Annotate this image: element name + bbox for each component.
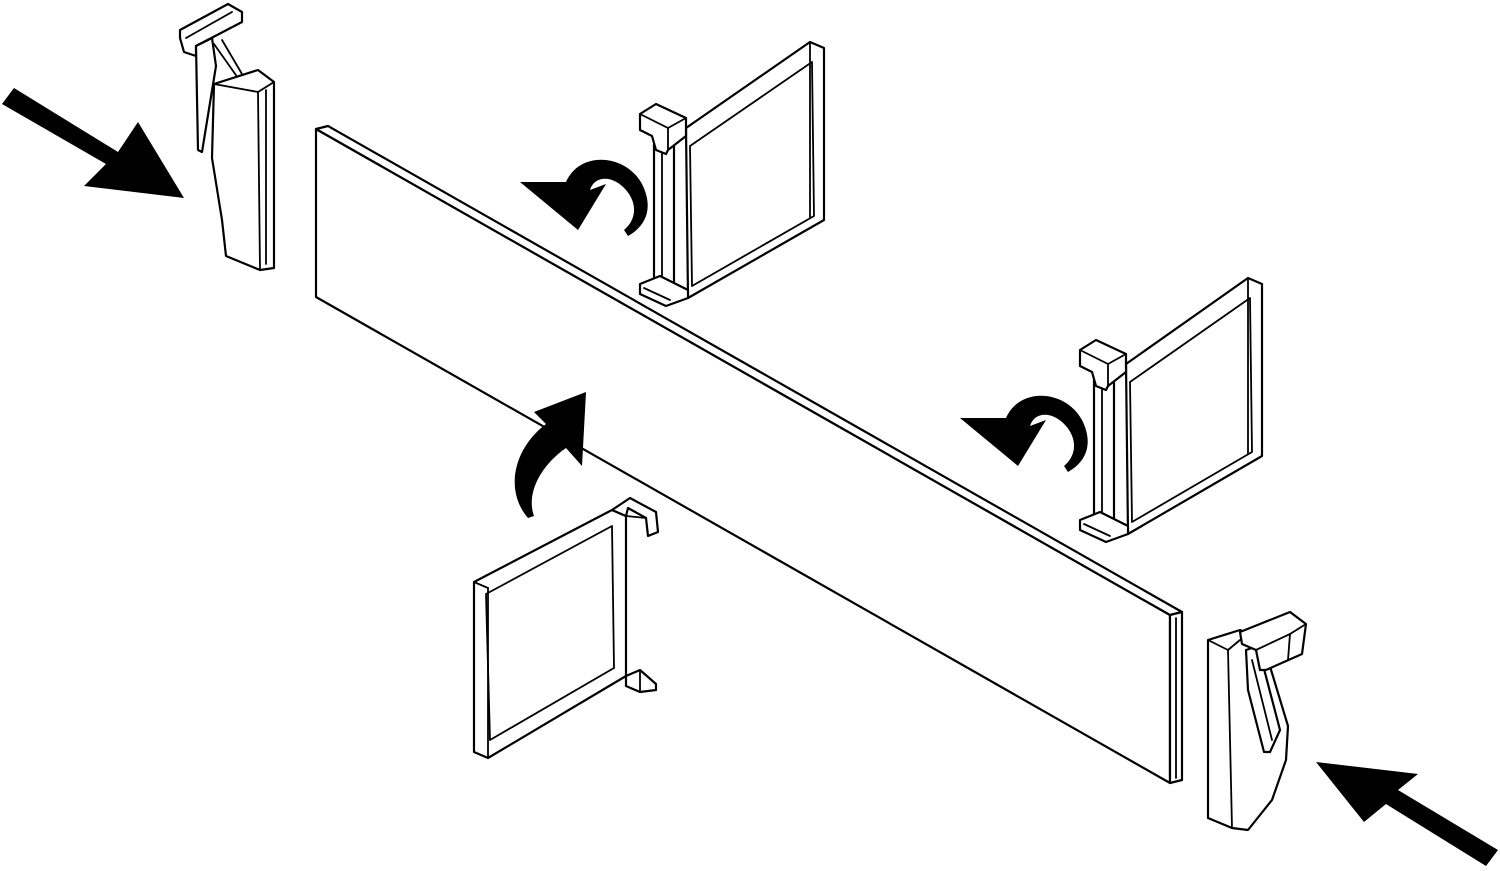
straight-arrow-left — [2, 88, 184, 198]
divider-top-center — [638, 40, 826, 308]
rotate-arrow-top — [520, 159, 648, 236]
curved-arrow-bottom — [514, 392, 586, 518]
panel — [314, 124, 1184, 785]
end-clip-left — [178, 2, 276, 272]
straight-arrow-right — [1316, 762, 1498, 866]
rotate-arrow-right — [960, 395, 1088, 472]
end-clip-right — [1206, 610, 1308, 832]
divider-bottom — [472, 496, 660, 760]
divider-right — [1078, 276, 1264, 544]
